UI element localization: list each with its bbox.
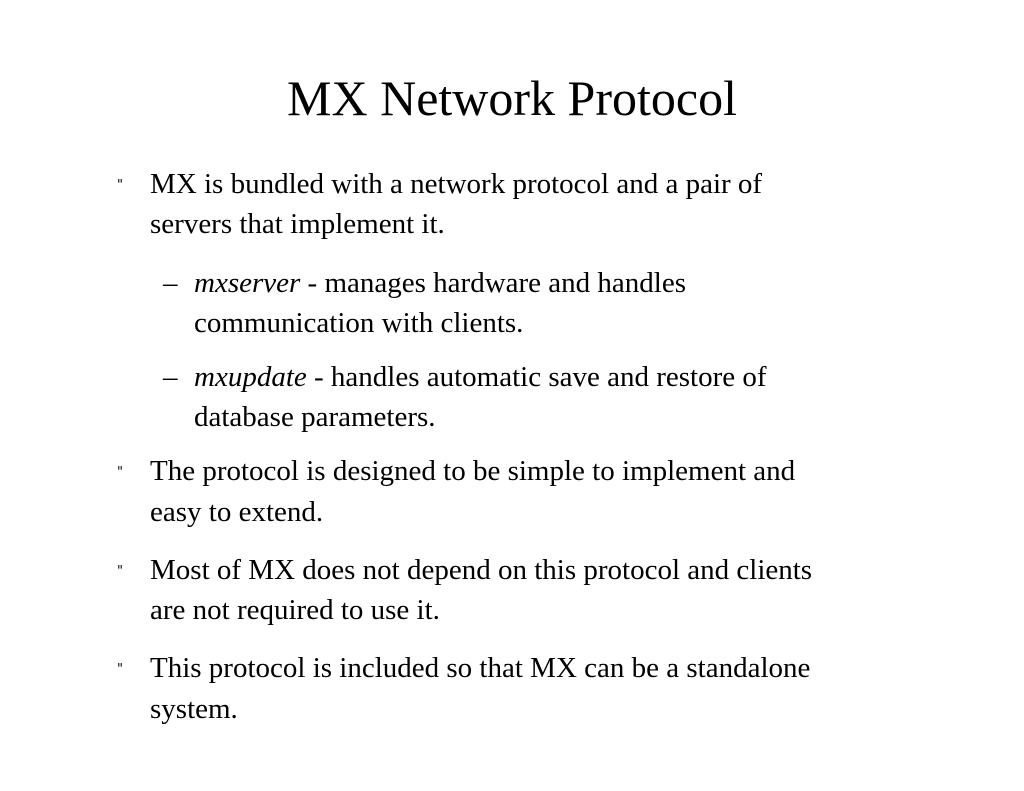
slide-title: MX Network Protocol [287,70,737,126]
sub-bullet-text-rest: - handles automatic save and restore of [306,361,767,393]
bullet-marker-icon: " [117,564,123,579]
bullet-text-line: The protocol is designed to be simple to… [150,455,796,487]
bullet-text-line: servers that implement it. [150,208,445,240]
sub-bullet-text-line: mxupdate - handles automatic save and re… [194,357,767,397]
term-mxupdate: mxupdate [194,361,307,393]
term-mxserver: mxserver [194,267,301,299]
bullet-marker-icon: " [117,662,123,677]
bullet-text-line: This protocol is included so that MX can… [150,652,811,684]
bullet-text-line: system. [150,693,238,725]
bullet-text-line: easy to extend. [150,496,324,528]
sub-bullet-text-rest: - manages hardware and handles [300,267,686,299]
sub-bullet-text-line: mxserver - manages hardware and handles [194,263,686,303]
dash-marker-icon: – [163,361,178,393]
dash-marker-icon: – [163,267,178,299]
bullet-marker-icon: " [117,465,123,480]
sub-bullet-text-line: communication with clients. [194,307,524,339]
bullet-text-line: MX is bundled with a network protocol an… [150,168,763,200]
bullet-marker-icon: " [117,178,123,193]
bullet-text-line: are not required to use it. [150,594,440,626]
bullet-text-line: Most of MX does not depend on this proto… [150,554,813,586]
sub-bullet-text-line: database parameters. [194,401,436,433]
